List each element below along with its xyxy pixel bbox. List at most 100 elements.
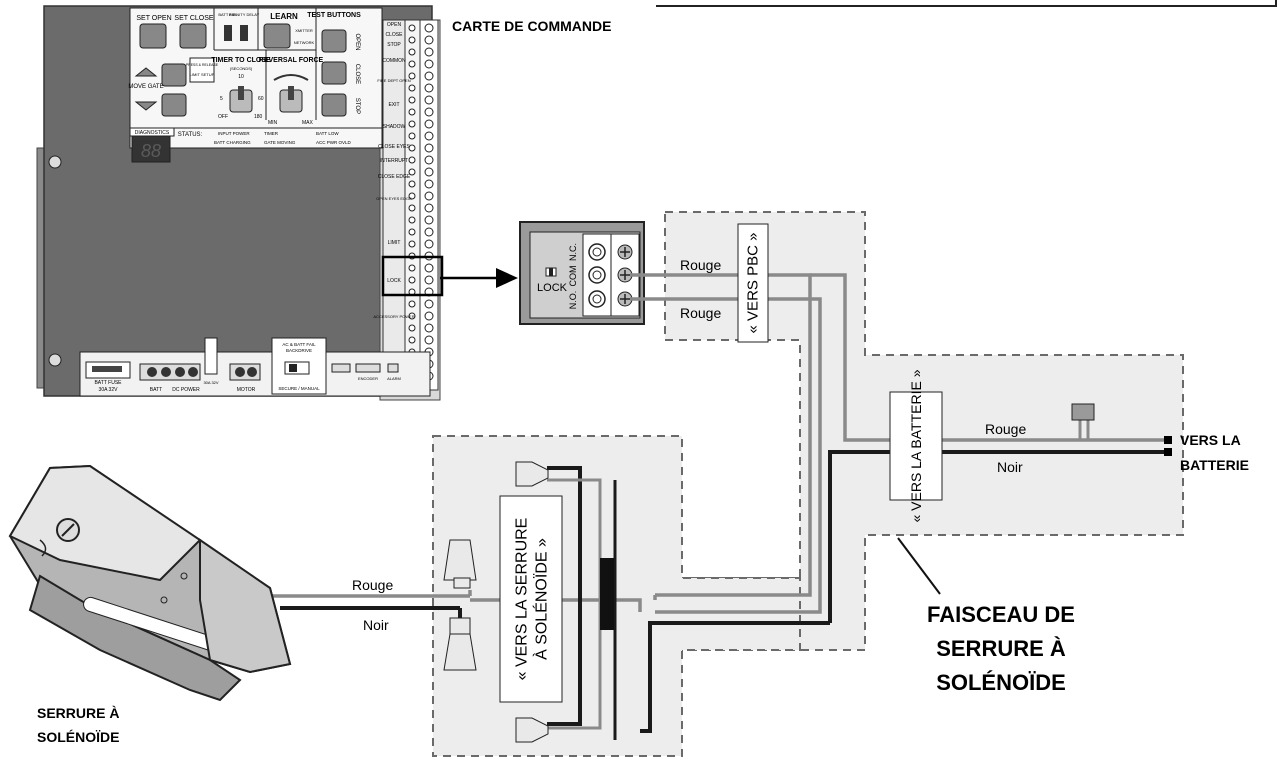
arrow-right-icon [496, 268, 518, 288]
diagnostic-digits: 88 [141, 141, 161, 161]
lock-relay-terminal: N.C. COM N.O. LOCK [519, 221, 645, 325]
terminal-lock: LOCK [387, 278, 401, 284]
test-open-button[interactable] [321, 29, 347, 53]
test-stop-button[interactable] [321, 93, 347, 117]
limit-open-button[interactable] [161, 63, 187, 87]
test-stop-label: STOP [354, 98, 360, 114]
terminal-screw-icon [424, 179, 434, 189]
limit-close-button[interactable] [161, 93, 187, 117]
terminal-close-eyes: CLOSE EYES [378, 144, 410, 150]
terminal-screw-icon [424, 83, 434, 93]
encoder-label: ENCODER [358, 376, 378, 381]
delay-switch[interactable] [240, 25, 248, 41]
terminal-common: COMMON [382, 58, 406, 64]
terminal-screw-icon [424, 203, 434, 213]
status-item-3: BATT CHARGING [214, 140, 251, 145]
wire-label-noir-battery: Noir [997, 459, 1023, 475]
terminal-screw-icon [408, 24, 416, 32]
serrure-line-1: SERRURE À [37, 705, 119, 721]
vers-batterie-label: « VERS LA BATTERIE » [908, 369, 924, 522]
mount-hole-icon [48, 353, 62, 367]
control-board: SET OPEN SET CLOSE BATT FAIL INFINITY DE… [36, 5, 444, 401]
wire-label-rouge-lock: Rouge [352, 577, 393, 593]
vers-batterie-box [889, 391, 943, 501]
terminal-screw-icon [408, 96, 416, 104]
terminal-screw-icon [424, 215, 434, 225]
test-close-button[interactable] [321, 61, 347, 85]
move-gate-down-icon[interactable] [134, 101, 158, 111]
relay-lock-label: LOCK [537, 282, 568, 294]
terminal-screw-icon [424, 275, 434, 285]
wire-label-rouge-top: Rouge [680, 257, 721, 273]
terminal-stop: STOP [387, 42, 401, 48]
ttc-5: 5 [220, 96, 223, 102]
max-label: MAX [302, 120, 314, 126]
terminal-close: CLOSE [386, 32, 404, 38]
terminal-screw-icon [408, 276, 416, 284]
lock-terminal-highlight [381, 255, 444, 297]
terminal-screw-icon [408, 228, 416, 236]
vers-serrure-label-1: « VERS LA SERRURE [514, 518, 531, 681]
status-item-1: TIMER [264, 131, 279, 136]
wire-connectors [443, 461, 549, 743]
terminal-screw-icon [424, 335, 434, 345]
terminal-screw-icon [424, 167, 434, 177]
move-gate-up-icon[interactable] [134, 67, 158, 77]
vers-la-batterie-2: BATTERIE [1180, 457, 1249, 473]
terminal-screw-icon [424, 191, 434, 201]
move-gate-label: MOVE GATE [128, 84, 163, 90]
terminal-screw-icon [424, 131, 434, 141]
terminal-screw-icon [408, 312, 416, 320]
batt-fail-switch[interactable] [224, 25, 232, 41]
terminal-screw-icon [408, 84, 416, 92]
vers-serrure-box [499, 495, 563, 703]
learn-label: LEARN [270, 12, 298, 21]
reversal-force-label: REVERSAL FORCE [259, 57, 324, 64]
splice-icon [600, 558, 614, 630]
terminal-accessory-power: ACCESSORY POWER [373, 314, 414, 319]
network-label: NETWORK [294, 40, 315, 45]
ttc-180: 180 [254, 114, 263, 120]
set-close-button[interactable] [179, 23, 207, 49]
terminal-screw-icon [424, 299, 434, 309]
terminal-screw-icon [424, 119, 434, 129]
terminal-screw-icon [408, 120, 416, 128]
terminal-screw-icon [424, 95, 434, 105]
status-item-2: BATT LOW [316, 131, 339, 136]
terminal-interrupt: INTERRUPT [380, 158, 409, 164]
terminal-screw-icon [408, 192, 416, 200]
terminal-screw-icon [424, 143, 434, 153]
terminal-screw-icon [408, 300, 416, 308]
black-wire-lock [640, 621, 830, 733]
terminal-screw-icon [424, 59, 434, 69]
terminal-screw-icon [408, 36, 416, 44]
connector-top-icon [515, 461, 549, 487]
red-wire-battery [810, 273, 1170, 442]
alarm-label: ALARM [387, 376, 401, 381]
terminal-screw-icon [408, 336, 416, 344]
learn-button[interactable] [263, 23, 291, 49]
terminal-open-eyes-edge: OPEN EYES EDGE [376, 196, 412, 201]
fuse-icon [204, 337, 218, 375]
relay-no-label: N.O. [568, 291, 578, 310]
secure-manual-label: SECURE / MANUAL [278, 386, 320, 391]
faisceau-leader-line [897, 537, 941, 595]
wires [270, 273, 1170, 740]
test-open-label: OPEN [354, 33, 360, 50]
ttc-10: 10 [238, 74, 244, 80]
terminal-screw-icon [424, 239, 434, 249]
test-close-label: CLOSE [354, 64, 360, 84]
batt-fuse-label: BATT FUSE [94, 380, 122, 386]
terminal-screw-icon [424, 263, 434, 273]
set-open-button[interactable] [139, 23, 167, 49]
terminal-screw-icon [408, 240, 416, 248]
faisceau-line-2: SERRURE À [936, 636, 1066, 661]
solenoid-lock [8, 464, 292, 702]
vers-serrure-label-2: À SOLÉNOÏDE » [532, 538, 551, 660]
terminal-screw-icon [408, 180, 416, 188]
terminal-limit: LIMIT [388, 240, 401, 246]
terminal-screw-icon [424, 107, 434, 117]
timer-to-close-label: TIMER TO CLOSE [211, 57, 271, 64]
